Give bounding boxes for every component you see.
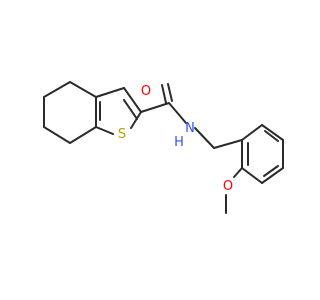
- benzene-ring: [241, 124, 284, 184]
- bond: [130, 111, 142, 129]
- bond: [43, 81, 71, 98]
- bond: [263, 165, 279, 177]
- bond: [241, 167, 263, 184]
- bond: [233, 167, 243, 178]
- molecule-structure: O N H S O: [43, 81, 284, 214]
- atom-label-nitrogen: N: [185, 121, 195, 136]
- bond: [95, 87, 125, 98]
- ethyl-linker: [194, 127, 243, 149]
- bond: [43, 126, 71, 144]
- thiophene-ring: [95, 87, 142, 135]
- cyclohexane-ring: [43, 81, 97, 144]
- bond: [123, 87, 142, 113]
- atom-label-sulfur: S: [118, 127, 126, 142]
- atom-label-oxygen-methoxy: O: [223, 179, 233, 194]
- atom-label-oxygen-carbonyl: O: [141, 84, 151, 99]
- bond: [167, 83, 173, 102]
- bond: [261, 167, 284, 184]
- bond: [123, 99, 138, 120]
- bond: [194, 127, 215, 149]
- methoxy-group: [225, 167, 243, 214]
- bond: [69, 126, 97, 144]
- bond: [261, 124, 284, 141]
- bond: [140, 102, 170, 113]
- atom-label-hydrogen: H: [174, 135, 184, 150]
- bond: [264, 130, 279, 142]
- bond: [95, 126, 114, 135]
- bond: [69, 81, 97, 98]
- bond: [241, 124, 263, 141]
- bond: [161, 84, 167, 104]
- bond: [213, 139, 243, 149]
- carboxamide-group: [140, 83, 187, 124]
- bond: [168, 102, 187, 124]
